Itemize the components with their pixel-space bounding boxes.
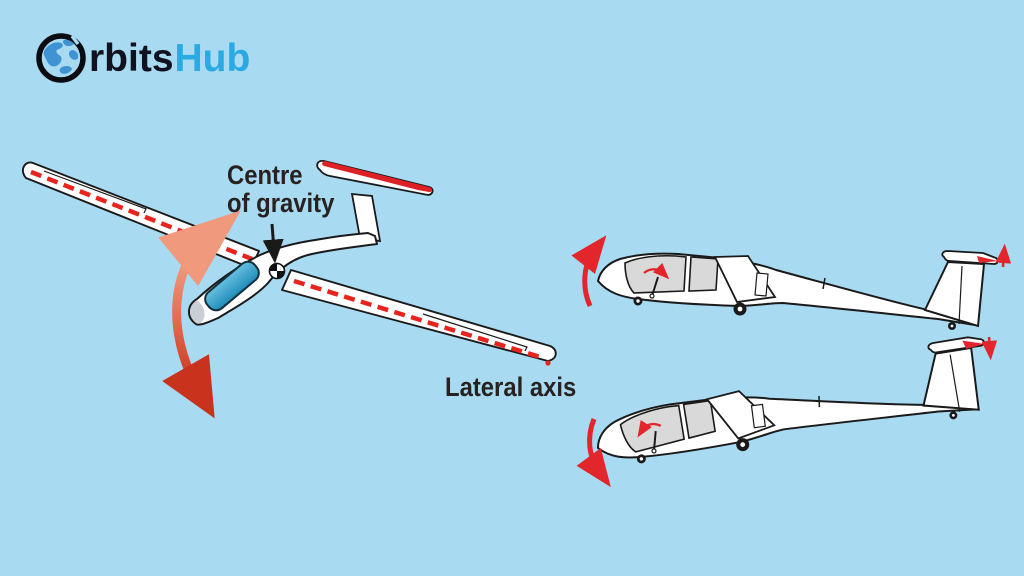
cg-label-line1: Centre: [227, 160, 303, 190]
logo-text-dark: rbits: [89, 37, 174, 80]
nose-up-arrow: [571, 235, 607, 308]
globe-icon: [36, 33, 86, 83]
right-aileron-line: [422, 313, 528, 352]
lateral-axis-label: Lateral axis: [445, 372, 577, 402]
pitch-rotation-arc-arrow: [158, 210, 241, 419]
side-glider-pitch-up: [571, 235, 1012, 331]
logo-text-accent: Hub: [174, 37, 251, 80]
tailplane-red-stripe: [322, 161, 432, 192]
side-glider-pitch-down: [576, 331, 1000, 497]
stick-forward-arrow: [637, 419, 662, 438]
centre-of-gravity-icon: [268, 262, 286, 280]
cg-pointer-arrow: [262, 223, 284, 264]
centre-of-gravity-label: Centre of gravity: [227, 161, 334, 218]
cg-label-line2: of gravity: [227, 188, 335, 219]
stick-back-arrow: [643, 262, 670, 280]
tail-fin: [350, 192, 382, 243]
elevator-down-arrow: [981, 336, 998, 361]
elevator-up-wedge: [977, 256, 998, 263]
elevator-down-wedge: [962, 340, 985, 349]
elevator-up-arrow: [995, 243, 1012, 268]
left-wing: [22, 161, 260, 269]
left-aileron-line: [43, 170, 147, 214]
nose-down-arrow: [576, 418, 611, 488]
